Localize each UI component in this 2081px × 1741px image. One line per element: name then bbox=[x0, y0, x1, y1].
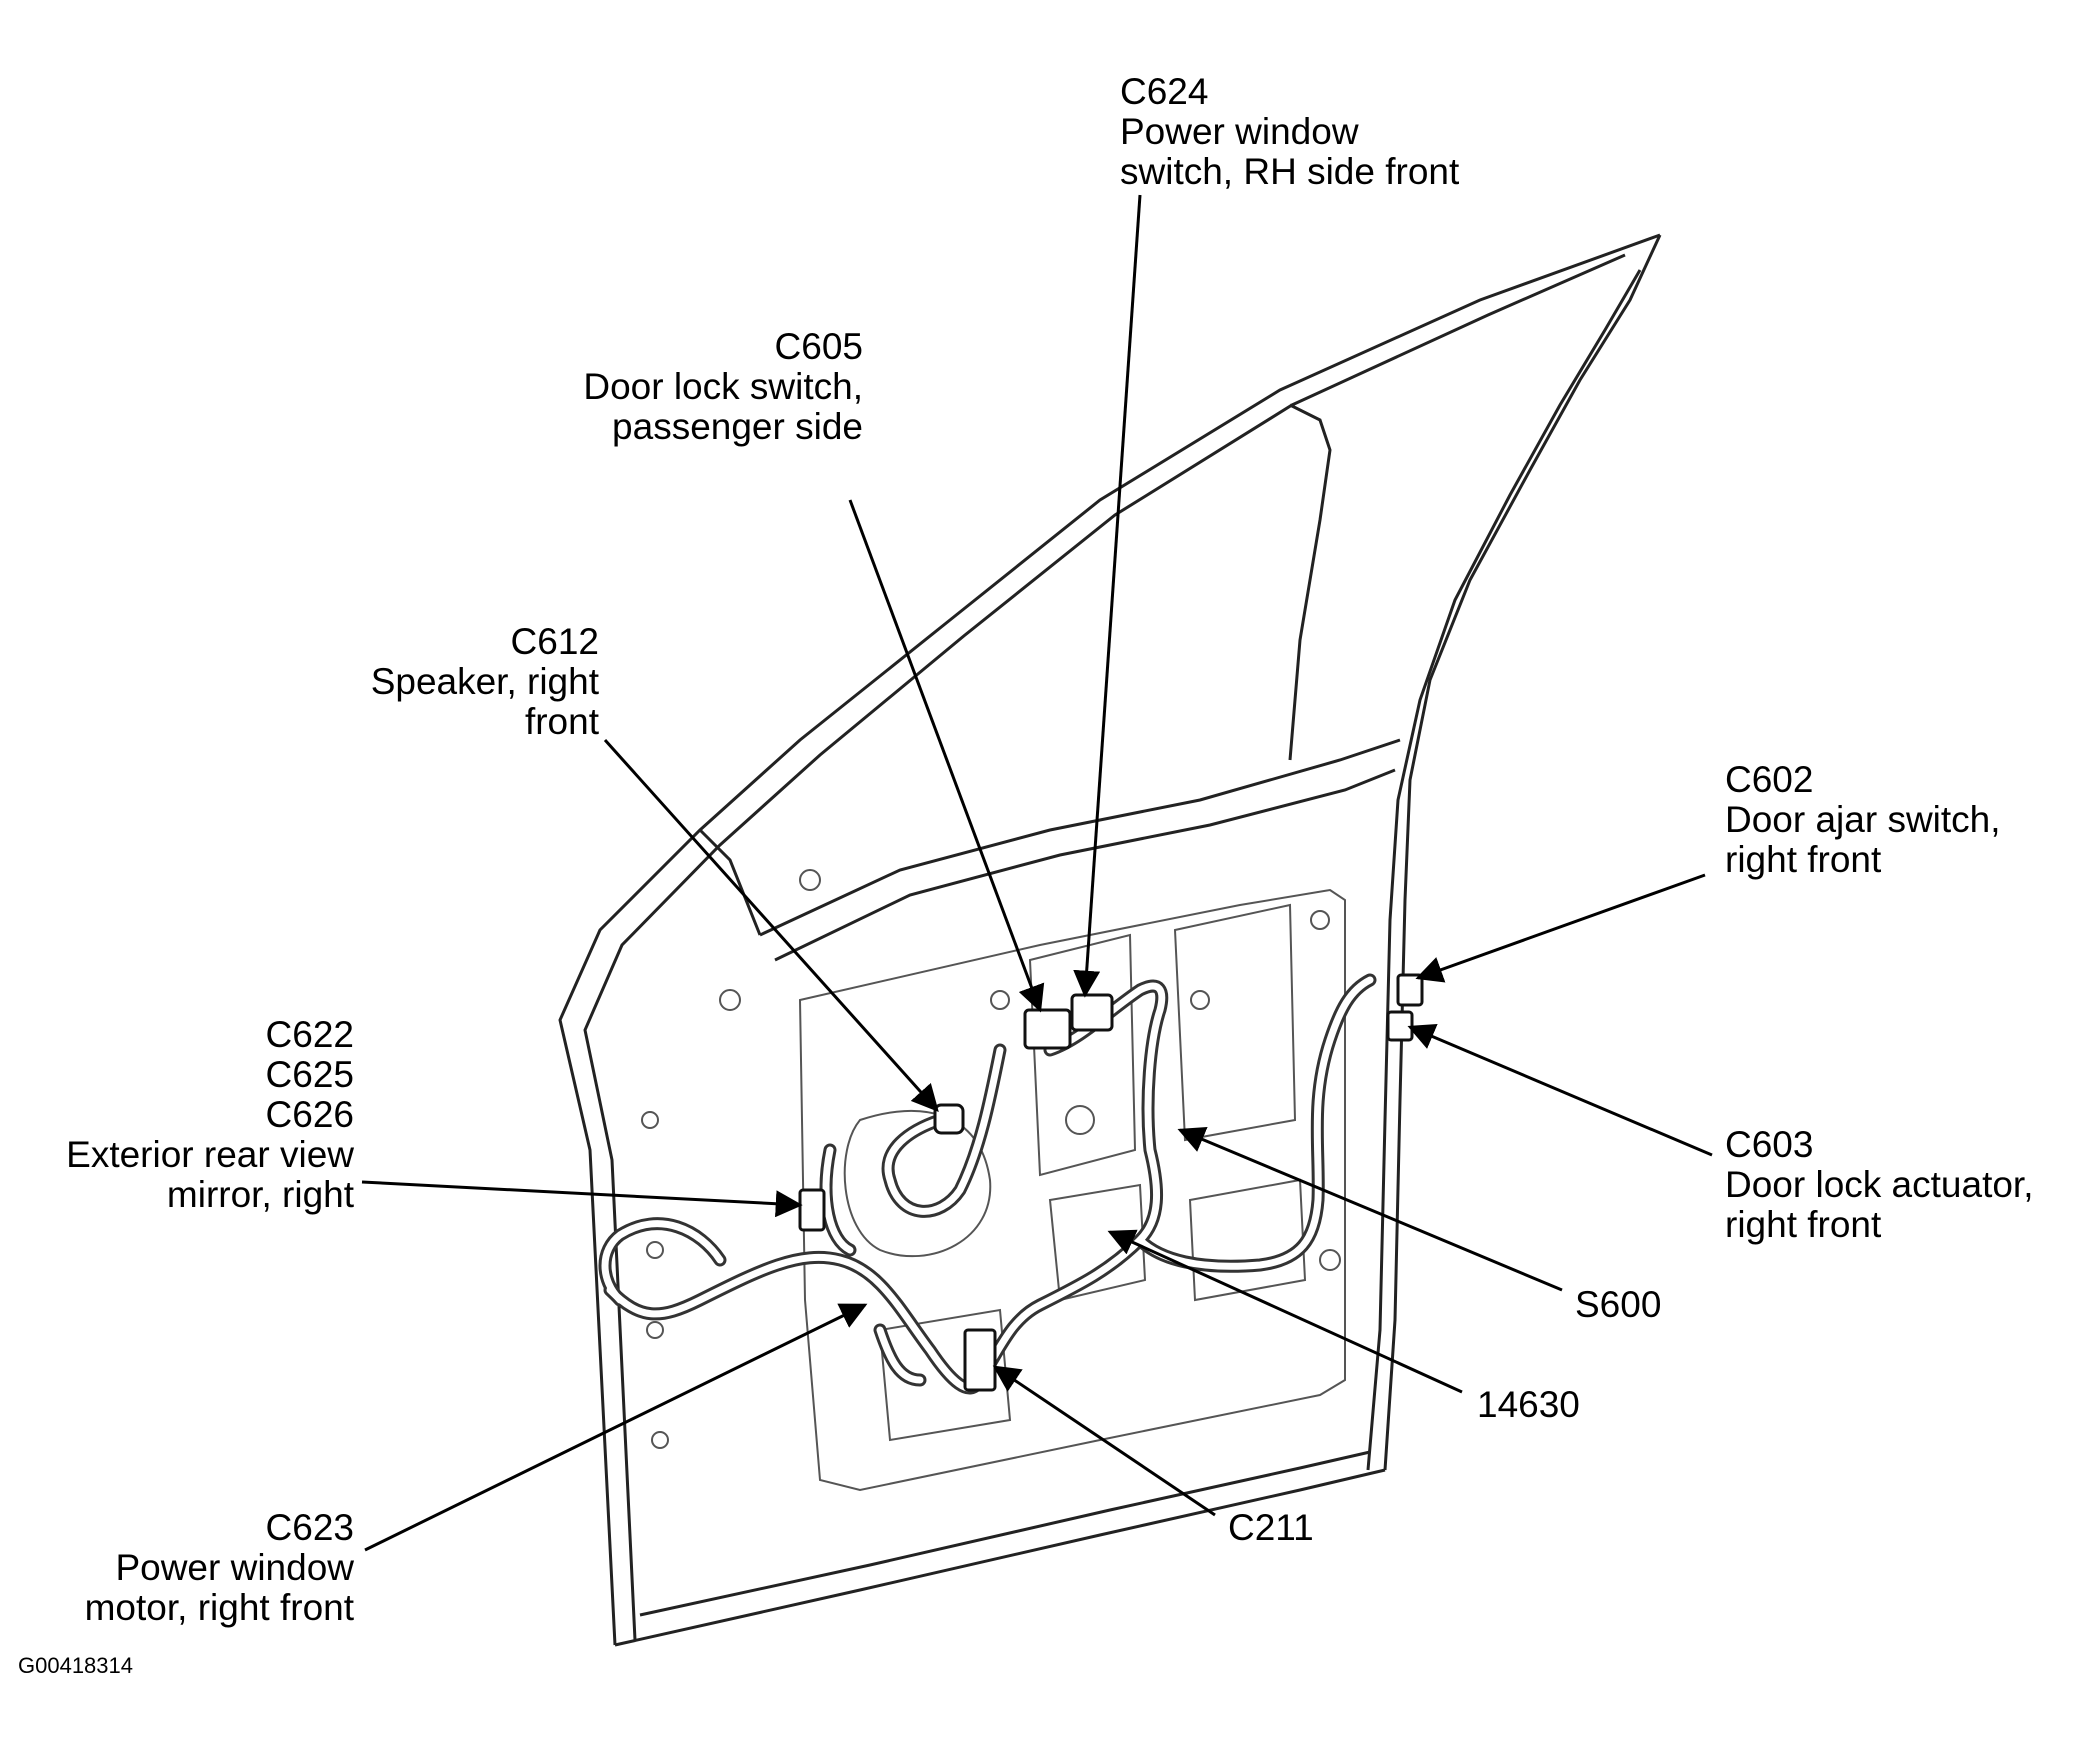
callout-c624-desc-1: Power window bbox=[1120, 111, 1359, 152]
leader-14630 bbox=[1107, 1229, 1463, 1394]
leader-c612 bbox=[603, 738, 939, 1113]
callout-mirror: C622 C625 C626 Exterior rear view mirror… bbox=[66, 1015, 354, 1215]
callout-c603-desc-1: Door lock actuator, bbox=[1725, 1164, 2034, 1205]
callout-c605: C605 Door lock switch, passenger side bbox=[583, 327, 863, 447]
callout-c623-code: C623 bbox=[265, 1507, 354, 1548]
callout-c605-desc-2: passenger side bbox=[612, 406, 863, 447]
leader-c624 bbox=[1073, 194, 1142, 998]
callout-c624-code: C624 bbox=[1120, 71, 1209, 112]
connector-c602 bbox=[1396, 973, 1424, 1007]
callout-c623-desc-2: motor, right front bbox=[84, 1587, 354, 1628]
callout-mirror-desc-1: Exterior rear view bbox=[66, 1134, 354, 1175]
callout-c626-code: C626 bbox=[265, 1094, 354, 1135]
callout-c612-desc-1: Speaker, right bbox=[370, 661, 599, 702]
connectors bbox=[798, 973, 1424, 1392]
connector-c605 bbox=[1023, 1008, 1072, 1050]
leader-c211 bbox=[992, 1365, 1216, 1517]
connector-c211 bbox=[963, 1328, 997, 1392]
figure-id: G00418314 bbox=[18, 1653, 133, 1678]
callout-c605-desc-1: Door lock switch, bbox=[583, 366, 863, 407]
callout-c603: C603 Door lock actuator, right front bbox=[1725, 1125, 2033, 1245]
leader-c623 bbox=[364, 1303, 868, 1552]
leader-mirror bbox=[361, 1180, 803, 1218]
callout-mirror-desc-2: mirror, right bbox=[166, 1174, 354, 1215]
callout-c602-desc-1: Door ajar switch, bbox=[1725, 799, 2001, 840]
connector-c603 bbox=[1386, 1010, 1414, 1042]
callout-14630-code: 14630 bbox=[1477, 1384, 1580, 1425]
wiring-harness-core bbox=[601, 976, 1374, 1392]
callout-c625-code: C625 bbox=[265, 1054, 354, 1095]
callout-c211-code: C211 bbox=[1228, 1507, 1314, 1548]
callout-c624-desc-2: switch, RH side front bbox=[1120, 151, 1460, 192]
connector-mirror bbox=[798, 1188, 826, 1232]
callout-c612-code: C612 bbox=[510, 621, 599, 662]
leader-s600 bbox=[1177, 1126, 1563, 1292]
leader-c605 bbox=[848, 499, 1045, 1013]
callout-c603-code: C603 bbox=[1725, 1124, 1814, 1165]
callout-c612: C612 Speaker, right front bbox=[371, 622, 599, 742]
callout-s600-code: S600 bbox=[1575, 1284, 1662, 1325]
callout-c211: C211 bbox=[1228, 1508, 1314, 1548]
inner-panel bbox=[641, 869, 1346, 1492]
wiring-harness bbox=[598, 973, 1377, 1395]
callout-c603-desc-2: right front bbox=[1725, 1204, 1882, 1245]
connector-c612 bbox=[933, 1103, 965, 1135]
callout-c602-code: C602 bbox=[1725, 759, 1814, 800]
callout-c623-desc-1: Power window bbox=[115, 1547, 354, 1588]
leader-c603 bbox=[1407, 1024, 1713, 1157]
callout-c602-desc-2: right front bbox=[1725, 839, 1882, 880]
callout-14630: 14630 bbox=[1477, 1385, 1580, 1425]
callout-s600: S600 bbox=[1575, 1285, 1661, 1325]
callout-c622-code: C622 bbox=[265, 1014, 354, 1055]
connector-c624 bbox=[1070, 993, 1114, 1032]
callout-c602: C602 Door ajar switch, right front bbox=[1725, 760, 2001, 880]
door-frame bbox=[558, 233, 1662, 1647]
leader-c602 bbox=[1415, 873, 1706, 983]
callout-c612-desc-2: front bbox=[524, 701, 599, 742]
callout-c605-code: C605 bbox=[774, 326, 863, 367]
callout-c624: C624 Power window switch, RH side front bbox=[1120, 72, 1459, 192]
callout-c623: C623 Power window motor, right front bbox=[85, 1508, 354, 1628]
leader-lines bbox=[361, 194, 1713, 1552]
